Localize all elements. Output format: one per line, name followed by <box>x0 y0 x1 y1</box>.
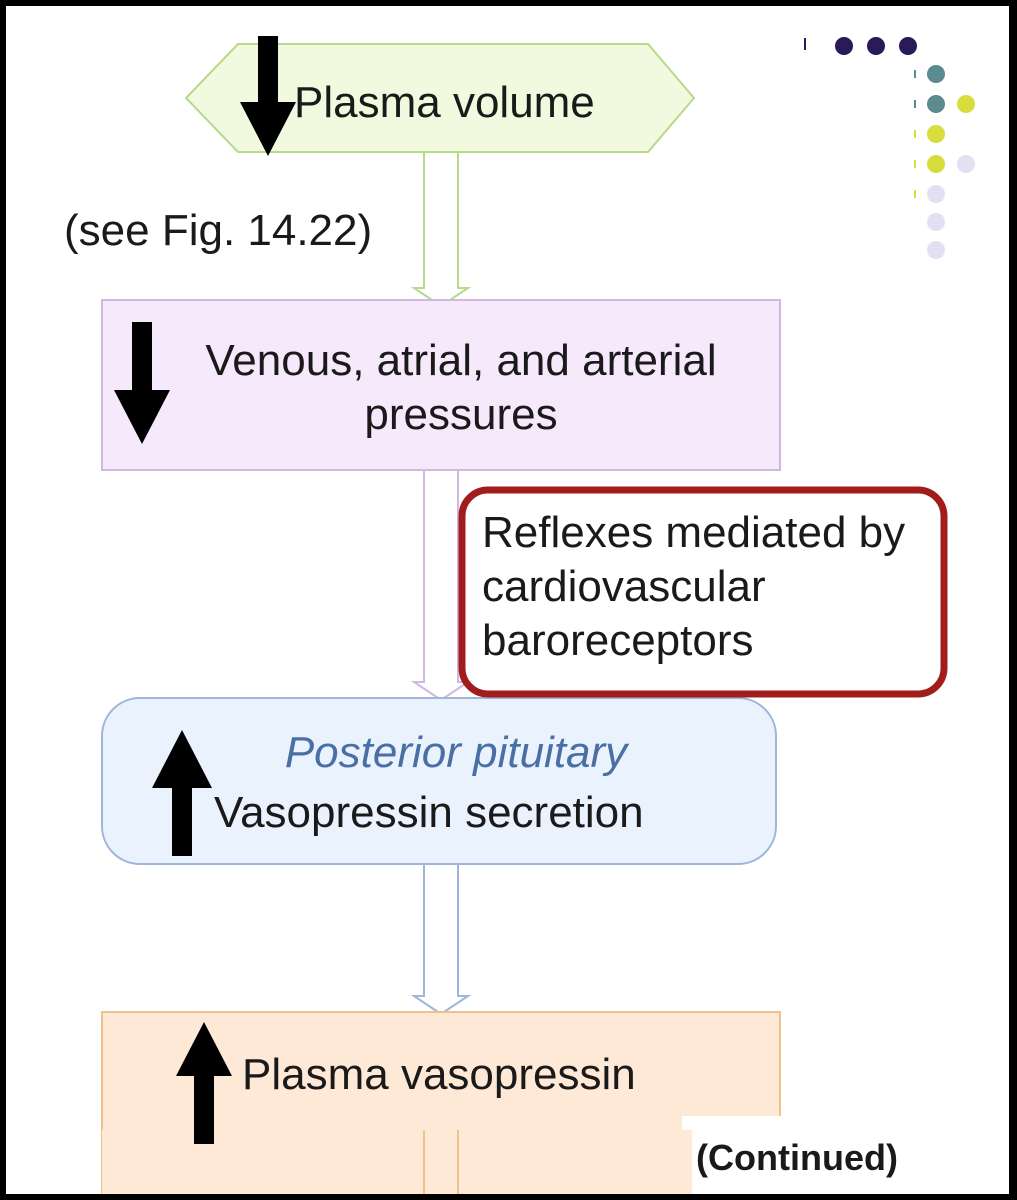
reflexes-label: Reflexes mediated by cardiovascular baro… <box>482 508 906 665</box>
connector-arrow-2 <box>410 469 472 702</box>
figure-reference-label: (see Fig. 14.22) <box>64 206 373 255</box>
diagram-canvas: Plasma volume (see Fig. 14.22) Venous, a… <box>6 6 1009 1194</box>
plasma-vasopressin-label: Plasma vasopressin <box>242 1050 636 1099</box>
orange-bottom-gap <box>102 1130 692 1194</box>
decrease-arrow-icon <box>114 322 170 444</box>
continued-mask <box>682 1116 1009 1194</box>
plasma-volume-label: Plasma volume <box>294 78 595 127</box>
connector-arrow-3 <box>410 863 472 1016</box>
connector-arrow-1 <box>410 151 472 308</box>
reflexes-highlight-box <box>458 486 948 698</box>
pressures-label: Venous, atrial, and arterial pressures <box>205 336 717 439</box>
flowchart <box>101 36 1009 1194</box>
plasma-volume-node <box>184 43 696 153</box>
increase-arrow-icon <box>176 1022 232 1144</box>
decrease-arrow-icon <box>240 36 296 156</box>
pressures-node <box>101 299 781 471</box>
vasopressin-secretion-label: Vasopressin secretion <box>214 788 644 837</box>
continued-label: (Continued) <box>696 1137 898 1178</box>
increase-arrow-icon <box>152 730 212 856</box>
decorative-dot-grid <box>804 37 975 259</box>
posterior-pituitary-label: Posterior pituitary <box>284 728 628 777</box>
